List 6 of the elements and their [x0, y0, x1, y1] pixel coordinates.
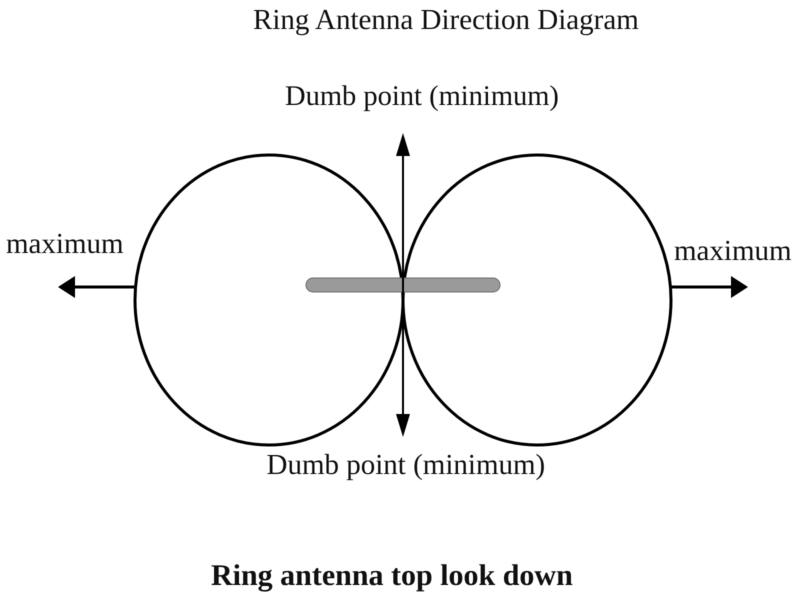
- text-label: maximum: [674, 236, 792, 268]
- text-label: Dumb point (minimum): [285, 80, 559, 112]
- diagram-caption: Ring antenna top look down: [211, 558, 573, 592]
- text-label: maximum: [6, 229, 124, 261]
- text-label: Dumb point (minimum): [266, 450, 546, 482]
- diagram-title: Ring Antenna Direction Diagram: [253, 5, 639, 37]
